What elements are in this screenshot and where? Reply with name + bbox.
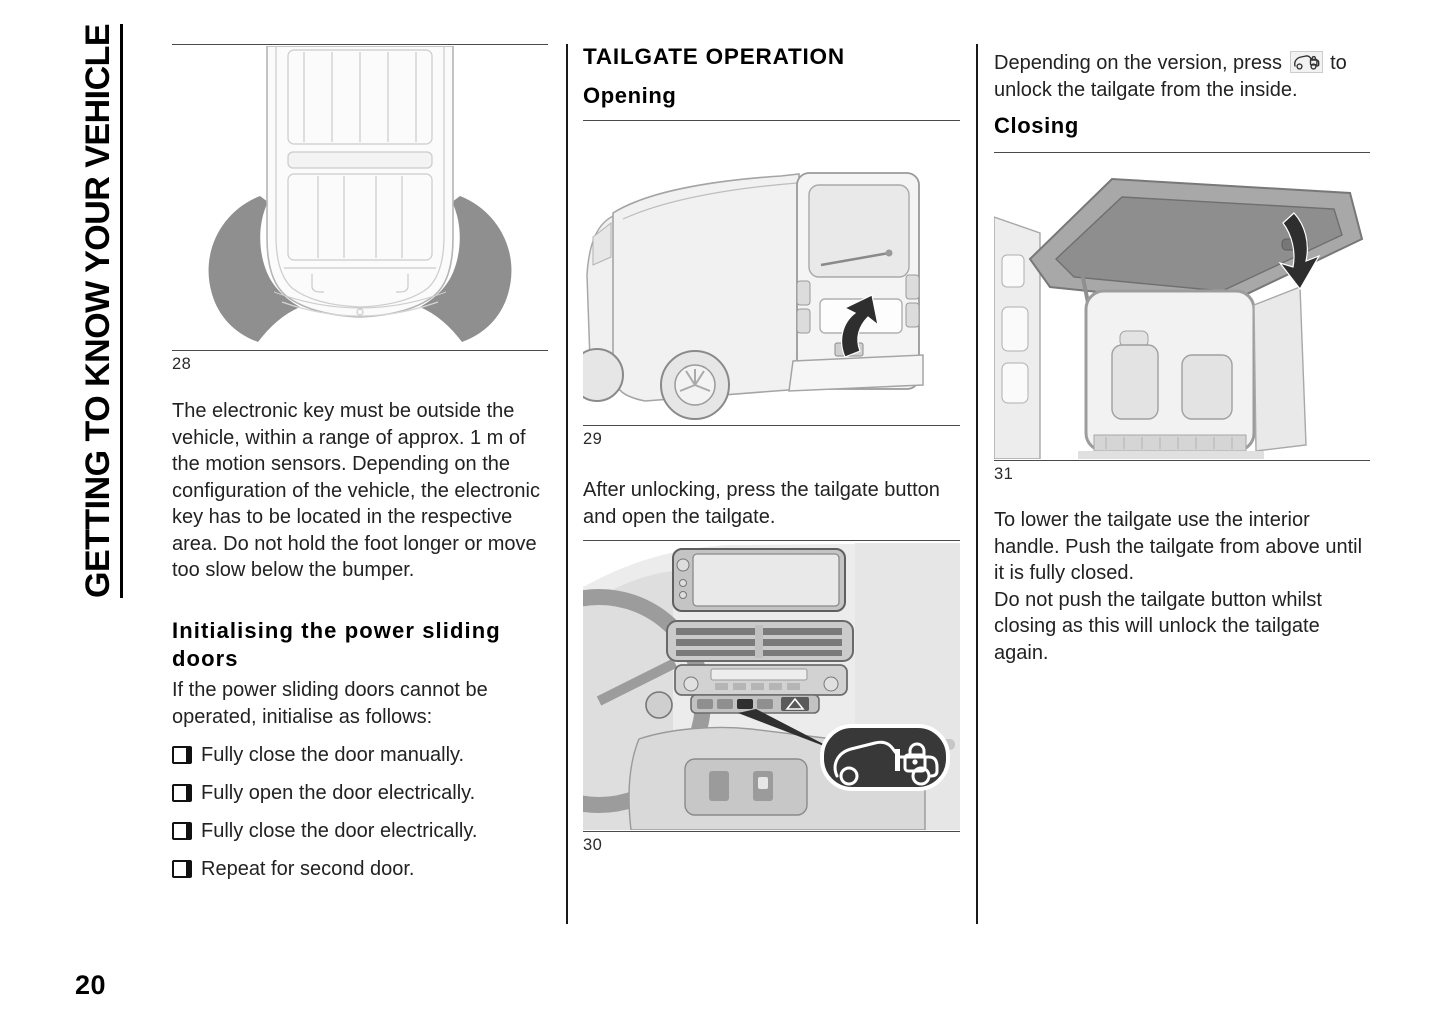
- paragraph-text: Depending on the version, press: [994, 52, 1282, 74]
- after-unlocking-paragraph: After unlocking, press the tailgate butt…: [583, 479, 940, 528]
- figure-31-bottom-rule: [994, 460, 1370, 461]
- paragraph-text: To lower the tailgate use the interior h…: [994, 509, 1363, 584]
- figure-28-bottom-rule: [172, 350, 548, 351]
- figure-31-top-rule: [994, 152, 1370, 153]
- figure-28-top-rule: [172, 44, 548, 45]
- list-item: Fully open the door electrically.: [172, 781, 548, 806]
- open-square-bullet-icon: [172, 784, 192, 802]
- figure-28-caption: 28: [172, 355, 192, 373]
- column-1: 28 The electronic key must be outside th…: [172, 0, 548, 1018]
- initialise-intro-paragraph: If the power sliding doors cannot be ope…: [172, 679, 488, 728]
- step-text: Fully close the door electrically.: [201, 820, 478, 842]
- step-text: Repeat for second door.: [201, 858, 415, 880]
- chapter-title-vertical: GETTING TO KNOW YOUR VEHICLE: [79, 23, 123, 598]
- step-text: Fully close the door manually.: [201, 744, 465, 766]
- closing-subheading: Closing: [994, 113, 1079, 138]
- electronic-key-paragraph: The electronic key must be outside the v…: [172, 400, 540, 581]
- lower-tailgate-paragraph: To lower the tailgate use the interior h…: [994, 507, 1370, 666]
- column-divider: [976, 44, 978, 924]
- figure-30-bottom-rule: [583, 831, 960, 832]
- open-square-bullet-icon: [172, 822, 192, 840]
- figure-30-top-rule: [583, 540, 960, 541]
- figure-28-vehicle-top-view: [208, 46, 512, 342]
- initialising-heading: Initialising the power sliding doors: [172, 618, 501, 671]
- figure-29-bottom-rule: [583, 425, 960, 426]
- column-divider: [566, 44, 568, 924]
- figure-30-dashboard: [583, 543, 960, 830]
- column-2: TAILGATE OPERATION Opening: [583, 0, 960, 1018]
- list-item: Fully close the door manually.: [172, 743, 548, 768]
- opening-subheading: Opening: [583, 83, 677, 108]
- initialise-steps-list: Fully close the door manually. Fully ope…: [172, 743, 548, 895]
- step-text: Fully open the door electrically.: [201, 782, 476, 804]
- figure-29-caption: 29: [583, 430, 603, 448]
- section-title: TAILGATE OPERATION: [583, 44, 845, 69]
- list-item: Fully close the door electrically.: [172, 819, 548, 844]
- figure-31-caption: 31: [994, 465, 1014, 483]
- page-number: 20: [75, 970, 107, 1000]
- paragraph-text: Do not push the tailgate button whilst c…: [994, 588, 1322, 664]
- figure-29-top-rule: [583, 120, 960, 121]
- list-item: Repeat for second door.: [172, 857, 548, 882]
- paragraph-text: to unlock the tailgate from the inside.: [994, 52, 1347, 101]
- figure-29-van-rear-view: [583, 172, 924, 420]
- column-3: Depending on the version, press to unloc…: [994, 0, 1370, 1018]
- figure-31-open-tailgate-interior: [994, 177, 1364, 459]
- open-square-bullet-icon: [172, 860, 192, 878]
- open-square-bullet-icon: [172, 746, 192, 764]
- van-lock-icon: [1289, 51, 1323, 73]
- figure-30-caption: 30: [583, 836, 603, 854]
- unlock-inside-paragraph: Depending on the version, press to unloc…: [994, 50, 1370, 103]
